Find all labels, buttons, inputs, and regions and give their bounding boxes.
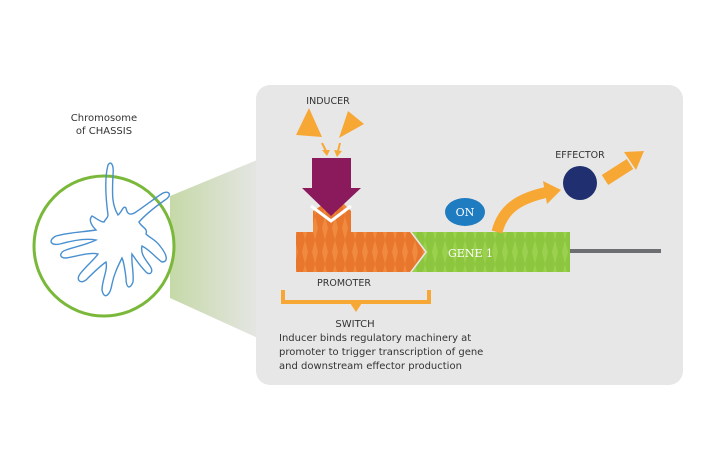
inducer-small-arrowhead-icon — [334, 150, 342, 157]
on-badge — [445, 198, 485, 226]
effector-molecule — [563, 166, 597, 200]
switch-title: SWITCH — [335, 319, 374, 330]
inducer-molecule-icon — [296, 108, 322, 137]
chevron-decoration — [310, 204, 352, 223]
receptor-down-arrow-icon — [302, 158, 361, 216]
promoter-label: PROMOTER — [317, 278, 371, 289]
switch-desc-line2: promoter to trigger transcription of gen… — [279, 347, 483, 358]
on-badge-label: ON — [456, 206, 475, 219]
inducer-small-arrow-icon — [337, 142, 341, 152]
transcription-arrowhead-icon — [543, 181, 561, 204]
effector-output-arrowhead-icon — [624, 151, 644, 170]
chassis-label-line2: of CHASSIS — [76, 126, 132, 137]
inducer-molecule-icon — [339, 111, 364, 138]
inducer-small-arrowhead-icon — [322, 150, 330, 156]
chassis-label-line1: Chromosome — [71, 113, 137, 124]
effector-label: EFFECTOR — [555, 150, 605, 161]
dna-line — [570, 249, 661, 253]
promoter-block — [296, 196, 425, 272]
chromosome-icon — [50, 162, 170, 297]
switch-desc-line1: Inducer binds regulatory machinery at — [279, 333, 471, 344]
inducer-label: INDUCER — [306, 96, 350, 107]
switch-bracket — [281, 290, 431, 304]
chassis-circle — [32, 174, 176, 318]
gene-label: GENE 1 — [448, 247, 493, 260]
gene-block — [412, 232, 570, 272]
switch-desc-line3: and downstream effector production — [279, 361, 462, 372]
effector-output-arrow-icon — [601, 158, 634, 186]
zoom-cone — [170, 158, 262, 340]
transcription-arrow-icon — [491, 186, 550, 234]
inducer-small-arrow-icon — [321, 142, 327, 152]
bracket-pointer — [350, 303, 362, 312]
